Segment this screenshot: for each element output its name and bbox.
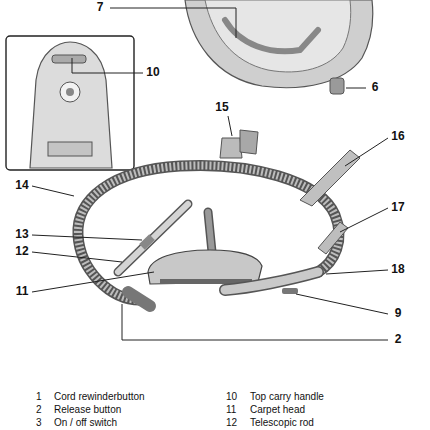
callout-number: 7 (97, 1, 104, 15)
brush-15b (240, 130, 258, 154)
callout-number: 13 (15, 228, 28, 242)
callout-number: 17 (391, 201, 404, 215)
leader-line (326, 270, 388, 274)
leader-line (228, 116, 232, 136)
key-number: 10 (226, 391, 237, 403)
part-name: Top carry handle (250, 391, 324, 403)
head-body (148, 250, 262, 284)
rod-slider (139, 234, 155, 249)
vacuum-body (185, 0, 373, 94)
head-neck (208, 212, 212, 252)
part-name: Telescopic rod (250, 417, 314, 429)
part-name: Cord rewinderbutton (54, 391, 145, 403)
key-number: 1 (36, 391, 42, 403)
leader-line (122, 304, 388, 340)
hose-handle (225, 272, 318, 290)
leader-line (32, 186, 74, 196)
callout-number: 12 (15, 245, 28, 259)
callout-number: 14 (15, 179, 28, 193)
key-number: 12 (226, 417, 237, 429)
socket (330, 78, 344, 94)
tool-17 (318, 222, 348, 254)
key-number: 3 (36, 417, 42, 429)
hose-ribs (78, 165, 339, 300)
part-name: Carpet head (250, 404, 305, 416)
body-top (205, 0, 351, 72)
accessories (220, 130, 360, 294)
brush-15a (220, 138, 242, 158)
hose-handle-fill (225, 272, 318, 290)
inset-bottom-view (6, 36, 134, 170)
callout-number: 9 (395, 307, 402, 321)
air-slide (282, 288, 298, 294)
hose (78, 165, 339, 306)
crevice-tool (300, 150, 360, 206)
leader-line (340, 208, 388, 232)
rating-plate (48, 142, 92, 156)
callout-number: 18 (391, 263, 404, 277)
key-number: 2 (36, 404, 42, 416)
callout-number: 15 (215, 101, 228, 115)
callout-number: 10 (146, 66, 159, 80)
hose-outline (78, 165, 339, 300)
callout-number: 2 (395, 333, 402, 347)
leader-line (32, 272, 154, 292)
leader-line (72, 58, 143, 73)
carpet-head (148, 212, 262, 284)
carry-handle (225, 20, 318, 51)
leader-line (32, 252, 122, 262)
hose-connector (128, 292, 150, 306)
vacuum-bottom (30, 42, 112, 168)
leader-line (296, 294, 388, 314)
leader-line (345, 138, 388, 166)
body-shell (185, 0, 373, 88)
callout-number: 6 (372, 81, 379, 95)
callout-number: 16 (391, 130, 404, 144)
part-name: On / off switch (54, 417, 117, 429)
head-neck-fill (208, 212, 212, 252)
inlet-core (66, 88, 74, 96)
callout-number: 11 (16, 285, 29, 299)
inset-frame (6, 36, 134, 170)
leader-line (346, 88, 366, 89)
hose-inlet (60, 82, 80, 102)
handle-slot (52, 55, 86, 63)
leader-lines (32, 8, 388, 340)
leader-line (32, 235, 142, 240)
key-number: 11 (226, 404, 236, 416)
leader-line (110, 8, 236, 38)
part-name: Release button (54, 404, 121, 416)
